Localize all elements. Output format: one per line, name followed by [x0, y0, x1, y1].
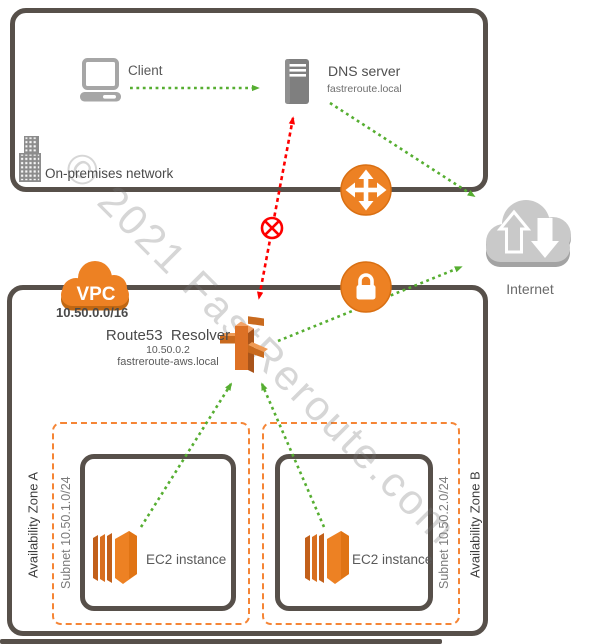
- cloud-up-down-arrows-icon: [474, 192, 582, 282]
- availability-zone-a-label: Availability Zone A: [25, 472, 41, 578]
- arrow-ec2b-to-resolver: [260, 382, 326, 528]
- availability-zone-b-label: Availability Zone B: [467, 471, 483, 579]
- orange-cloud-icon: VPC: [54, 256, 138, 314]
- laptop-icon: [79, 57, 123, 105]
- office-building-icon: [16, 136, 44, 184]
- subnet-b-box: [275, 454, 433, 611]
- vpc-badge-label: VPC: [76, 284, 115, 305]
- cropped-box-edge: [0, 639, 442, 644]
- subnet-b-label: Subnet 10.50.2.0/24: [437, 476, 451, 590]
- circled-x-icon: [260, 216, 284, 240]
- padlock-icon: [340, 261, 392, 313]
- availability-zone-a-box: [52, 422, 250, 625]
- dns-server-label: DNS server: [328, 63, 401, 79]
- arrow-ec2a-to-resolver: [139, 382, 233, 528]
- subnet-a-box: [80, 454, 236, 611]
- arrow-dns-to-internet: [329, 101, 476, 198]
- router-cross-arrows-icon: [340, 164, 392, 216]
- route53-resolver-icon: [218, 316, 270, 378]
- resolver-name-label: Route53 Resolver: [105, 327, 231, 344]
- resolver-domain-label: fastreroute-aws.local: [117, 356, 219, 368]
- client-label: Client: [128, 63, 163, 78]
- server-icon: [283, 58, 311, 106]
- ec2-instance-icon: [303, 526, 353, 590]
- internet-label: Internet: [506, 281, 554, 297]
- subnet-a-label: Subnet 10.50.1.0/24: [59, 476, 73, 590]
- dns-server-domain: fastreroute.local: [327, 83, 402, 95]
- vpc-cidr-label: 10.50.0.0/16: [56, 305, 129, 320]
- on-premises-network-box: [10, 8, 488, 192]
- arrow-blocked-dns-resolver: [257, 116, 295, 300]
- resolver-ip-label: 10.50.0.2: [146, 344, 190, 356]
- vpc-box: [7, 285, 488, 636]
- ec2-instance-icon: [91, 526, 141, 590]
- on-premises-label: On-premises network: [45, 166, 174, 181]
- ec2-instance-b-label: EC2 instance: [352, 552, 433, 567]
- availability-zone-b-box: [262, 422, 460, 625]
- ec2-instance-a-label: EC2 instance: [146, 552, 227, 567]
